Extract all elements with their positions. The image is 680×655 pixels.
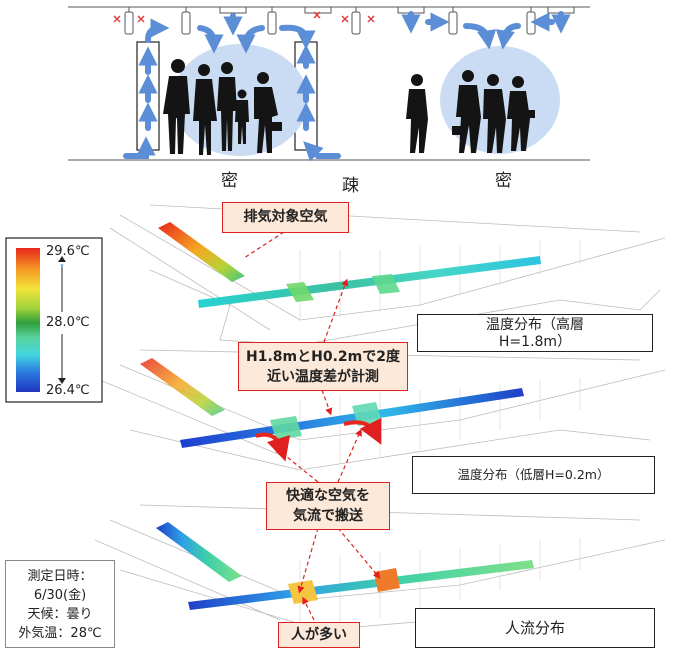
stop-x-icon xyxy=(137,15,145,23)
fan-icon xyxy=(448,11,458,35)
ceiling-fans xyxy=(124,11,536,35)
person-icon xyxy=(254,72,282,153)
fan-icon xyxy=(267,11,277,35)
callout-line: 気流で搬送 xyxy=(293,508,363,524)
heat-patch xyxy=(270,416,302,440)
fan-icon xyxy=(526,11,536,35)
measurement-line: 6/30(金) xyxy=(33,588,87,603)
callout-crowded: 人が多い xyxy=(278,622,360,648)
legend-mid-label: 28.0℃ xyxy=(46,315,90,330)
people-silhouettes-left xyxy=(163,59,282,155)
flow-hotspot xyxy=(288,580,318,604)
leader-line xyxy=(273,445,319,483)
legend-max-label: 29.6℃ xyxy=(46,244,90,259)
airflow-arrow xyxy=(197,25,224,54)
flow-band-main xyxy=(188,560,534,610)
person-icon xyxy=(452,70,481,153)
flow-band-side xyxy=(156,522,242,582)
leader-line xyxy=(297,527,319,594)
airflow-arrow xyxy=(123,136,156,159)
airflow-arrow xyxy=(463,23,497,50)
airflow-arrow xyxy=(236,25,265,54)
density-label-middle: 疎 xyxy=(342,176,359,196)
measurement-line: 天候：曇り xyxy=(27,607,93,622)
warm-flow-arrow xyxy=(343,417,382,445)
airflow-arrows xyxy=(123,11,571,162)
measurement-line: 測定日時： xyxy=(27,569,93,584)
heat-patch xyxy=(372,274,400,294)
heat-band-exhaust xyxy=(158,222,245,282)
measurement-line: 外気温：28℃ xyxy=(18,626,102,641)
legend-colorbar xyxy=(16,248,40,392)
leader-line xyxy=(323,278,349,343)
airflow-arrow xyxy=(279,24,316,50)
person-icon xyxy=(406,74,428,153)
person-icon xyxy=(193,64,217,155)
airflow-arrow xyxy=(303,141,341,162)
person-icon xyxy=(483,74,506,153)
person-icon xyxy=(163,59,190,154)
stop-x-icon xyxy=(313,11,321,19)
callout-temperature-difference: H1.8mとH0.2mで2度 近い温度差が計測 xyxy=(238,342,408,391)
diffuser-icon xyxy=(304,6,332,14)
airflow-illustration xyxy=(68,6,590,162)
stop-x-icon xyxy=(341,15,349,23)
person-icon xyxy=(217,62,237,151)
airflow-arrow xyxy=(145,18,170,43)
heat-patch xyxy=(286,282,314,302)
arrow-up-icon xyxy=(58,256,66,262)
flow-hotspot xyxy=(374,568,400,592)
leader-line xyxy=(337,428,362,483)
fan-icon xyxy=(124,11,134,35)
leader-line xyxy=(321,389,333,416)
panel-title-line: 温度分布（高層 xyxy=(486,317,584,333)
temperature-legend xyxy=(5,237,103,403)
callout-comfort-air: 快適な空気を 気流で搬送 xyxy=(266,482,390,530)
callout-line: H1.8mとH0.2mで2度 xyxy=(246,349,400,365)
fan-stems xyxy=(128,7,532,12)
stop-x-icon xyxy=(367,15,375,23)
airflow-arrow xyxy=(495,23,521,50)
callout-line: 快適な空気を xyxy=(286,488,370,504)
people-silhouettes-right xyxy=(406,70,535,153)
leader-line xyxy=(302,596,315,621)
stop-x-icon xyxy=(113,15,121,23)
person-icon xyxy=(507,76,535,151)
heatmap-low-layer xyxy=(140,358,524,462)
fan-icon xyxy=(351,11,361,35)
heat-band-main xyxy=(180,388,524,448)
leader-line xyxy=(337,527,381,579)
heat-band-main xyxy=(198,256,541,308)
density-label-left: 密 xyxy=(221,171,238,191)
diffuser-icon xyxy=(219,6,247,14)
heatmap-high-layer xyxy=(158,222,541,308)
fan-icon xyxy=(181,11,191,35)
person-icon xyxy=(235,89,249,144)
panel-title-line: H=1.8m） xyxy=(498,334,572,350)
callout-exhaust: 排気対象空気 xyxy=(222,202,349,233)
legend-min-label: 26.4℃ xyxy=(46,383,90,398)
panel-title-people-flow: 人流分布 xyxy=(415,608,655,648)
panel-title-low-layer: 温度分布（低層H=0.2m） xyxy=(412,456,655,494)
arrow-down-icon xyxy=(58,378,66,384)
leader-lines xyxy=(243,231,381,621)
heat-band-side xyxy=(140,358,225,416)
heatmap-people-flow xyxy=(156,522,534,610)
measurement-info: 測定日時： 6/30(金) 天候：曇り 外気温：28℃ xyxy=(5,560,115,648)
leader-line xyxy=(243,231,285,259)
stopped-marks xyxy=(113,11,375,23)
panel-title-high-layer: 温度分布（高層 H=1.8m） xyxy=(417,314,653,352)
density-label-right: 密 xyxy=(495,171,512,191)
callout-line: 近い温度差が計測 xyxy=(267,369,379,385)
